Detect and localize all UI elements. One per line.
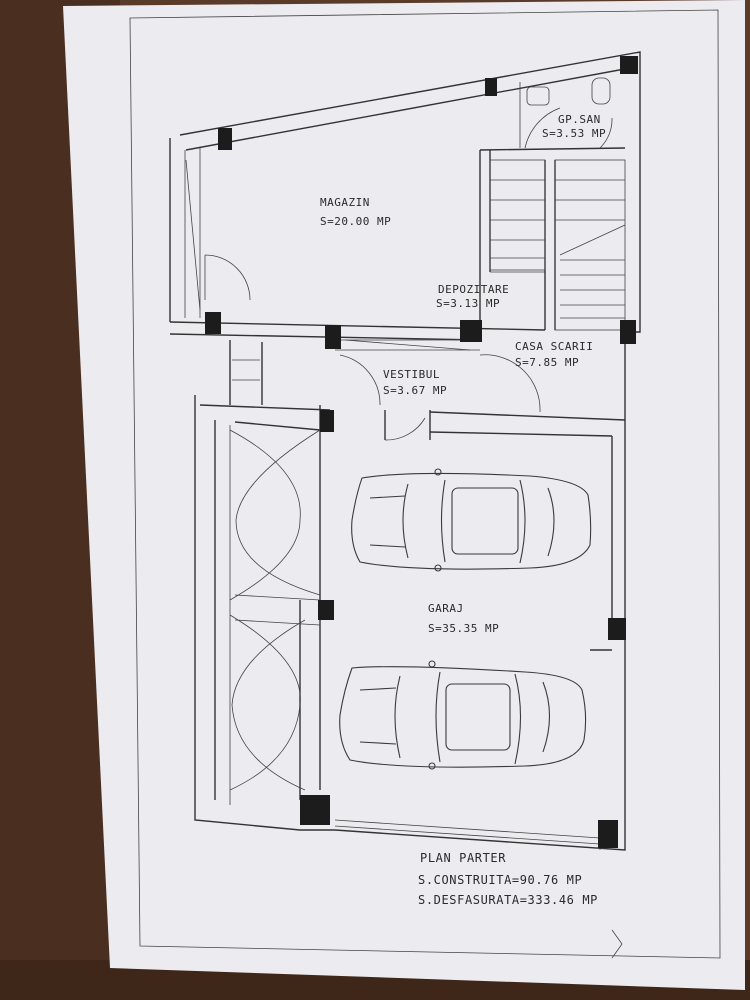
- room-name-magazin: MAGAZIN: [320, 196, 370, 209]
- room-area-magazin: S=20.00 MP: [320, 215, 391, 228]
- room-name-garaj: GARAJ: [428, 602, 464, 615]
- legend-built-area: S.CONSTRUITA=90.76 MP: [418, 873, 582, 887]
- drawing-frame: [129, 9, 721, 959]
- car-bottom: [339, 660, 587, 770]
- room-name-depozitare: DEPOZITARE: [438, 283, 509, 296]
- legend-title: PLAN PARTER: [420, 851, 506, 865]
- legend-developed-area: S.DESFASURATA=333.46 MP: [418, 893, 598, 907]
- car-top: [351, 468, 592, 572]
- room-area-vestibul: S=3.67 MP: [383, 384, 447, 397]
- paper-sheet: [63, 0, 745, 990]
- room-area-casa-scarii: S=7.85 MP: [515, 356, 579, 369]
- staircase: [489, 159, 626, 331]
- room-name-gp-san: GP.SAN: [558, 113, 601, 126]
- floor-plan: [169, 51, 641, 851]
- room-name-vestibul: VESTIBUL: [383, 368, 440, 381]
- room-name-casa-scarii: CASA SCARII: [515, 340, 593, 353]
- room-area-depozitare: S=3.13 MP: [436, 297, 500, 310]
- room-area-gp-san: S=3.53 MP: [542, 127, 606, 140]
- corner-fold-mark: [611, 929, 623, 959]
- room-area-garaj: S=35.35 MP: [428, 622, 499, 635]
